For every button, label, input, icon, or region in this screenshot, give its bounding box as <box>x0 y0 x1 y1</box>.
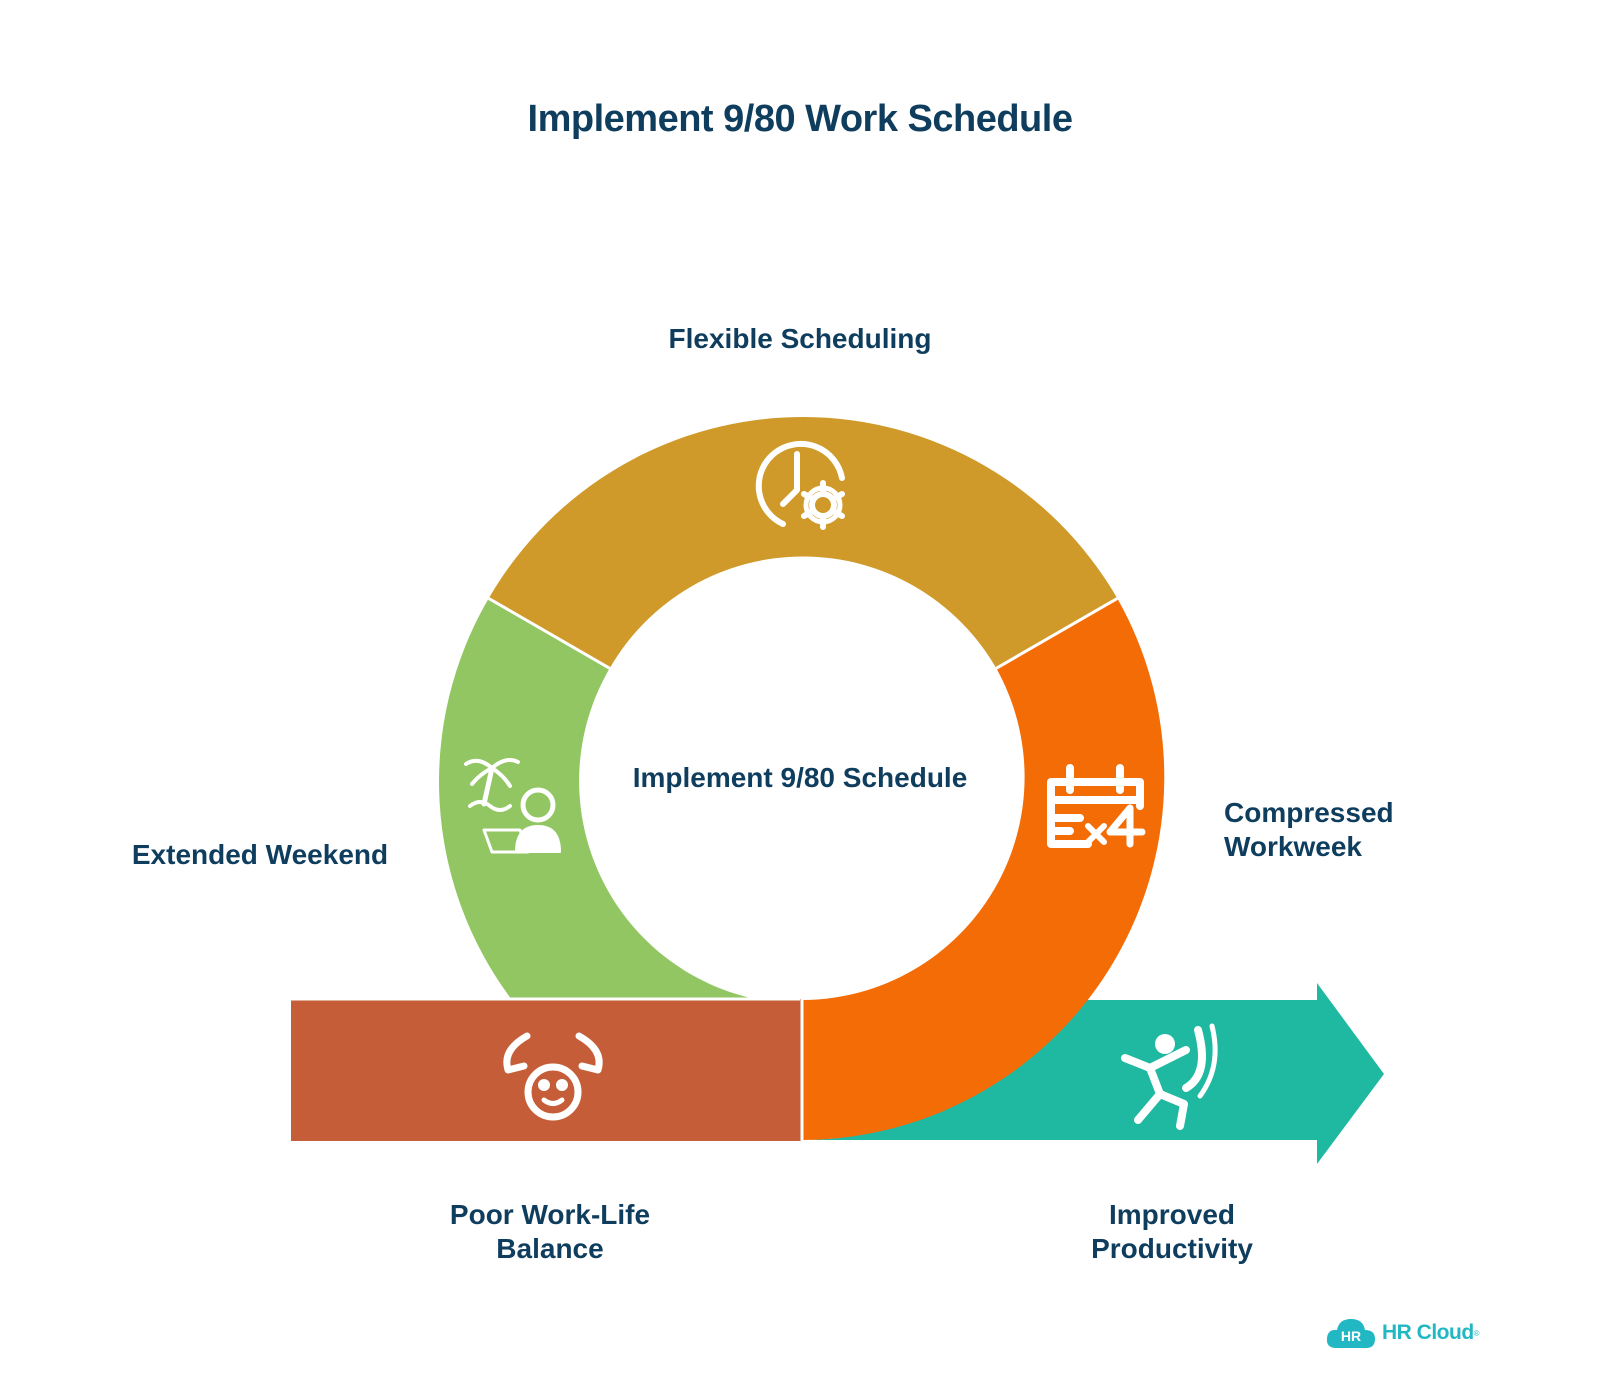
segment-divider <box>487 597 611 670</box>
energetic-person-icon <box>1121 1023 1218 1130</box>
stressed-face-hands-icon <box>503 1032 603 1121</box>
poor-work-life-balance-label-line1: Poor Work-Life <box>449 1199 651 1230</box>
compressed-workweek-label-line1: Compressed <box>1224 797 1394 828</box>
flexible-scheduling-segment <box>488 417 1118 669</box>
extended-weekend-label: Extended Weekend <box>131 839 389 870</box>
improved-productivity-arrow <box>800 983 1384 1164</box>
compressed-workweek-label-line2: Workweek <box>1224 831 1362 863</box>
poor-work-life-balance-label: Poor Work-Life Balance <box>380 1198 720 1266</box>
improved-productivity-label-line1: Improved <box>1108 1199 1236 1230</box>
hr-cloud-logo: HR HR Cloud ® <box>1326 1316 1480 1350</box>
center-label: Implement 9/80 Schedule <box>632 762 968 793</box>
logo-badge-text: HR <box>1341 1328 1361 1344</box>
improved-productivity-label: Improved Productivity <box>1012 1198 1332 1266</box>
cloud-icon: HR <box>1326 1316 1376 1350</box>
calendar-x4-icon <box>1047 764 1146 848</box>
beach-remote-work-icon <box>464 758 561 854</box>
clock-gear-icon <box>755 440 845 530</box>
improved-productivity-label-line2: Productivity <box>1091 1233 1253 1265</box>
poor-work-life-balance-label-line2: Balance <box>496 1233 604 1265</box>
flexible-scheduling-label: Flexible Scheduling <box>668 323 932 354</box>
logo-registered-mark: ® <box>1473 1328 1480 1338</box>
compressed-workweek-label: Compressed Workweek <box>1224 796 1524 864</box>
page-title: Implement 9/80 Work Schedule <box>527 98 1073 140</box>
logo-text: HR Cloud <box>1382 1321 1474 1344</box>
extended-weekend-segment <box>439 598 760 1000</box>
segment-divider <box>995 597 1119 670</box>
compressed-workweek-segment <box>803 598 1165 1140</box>
